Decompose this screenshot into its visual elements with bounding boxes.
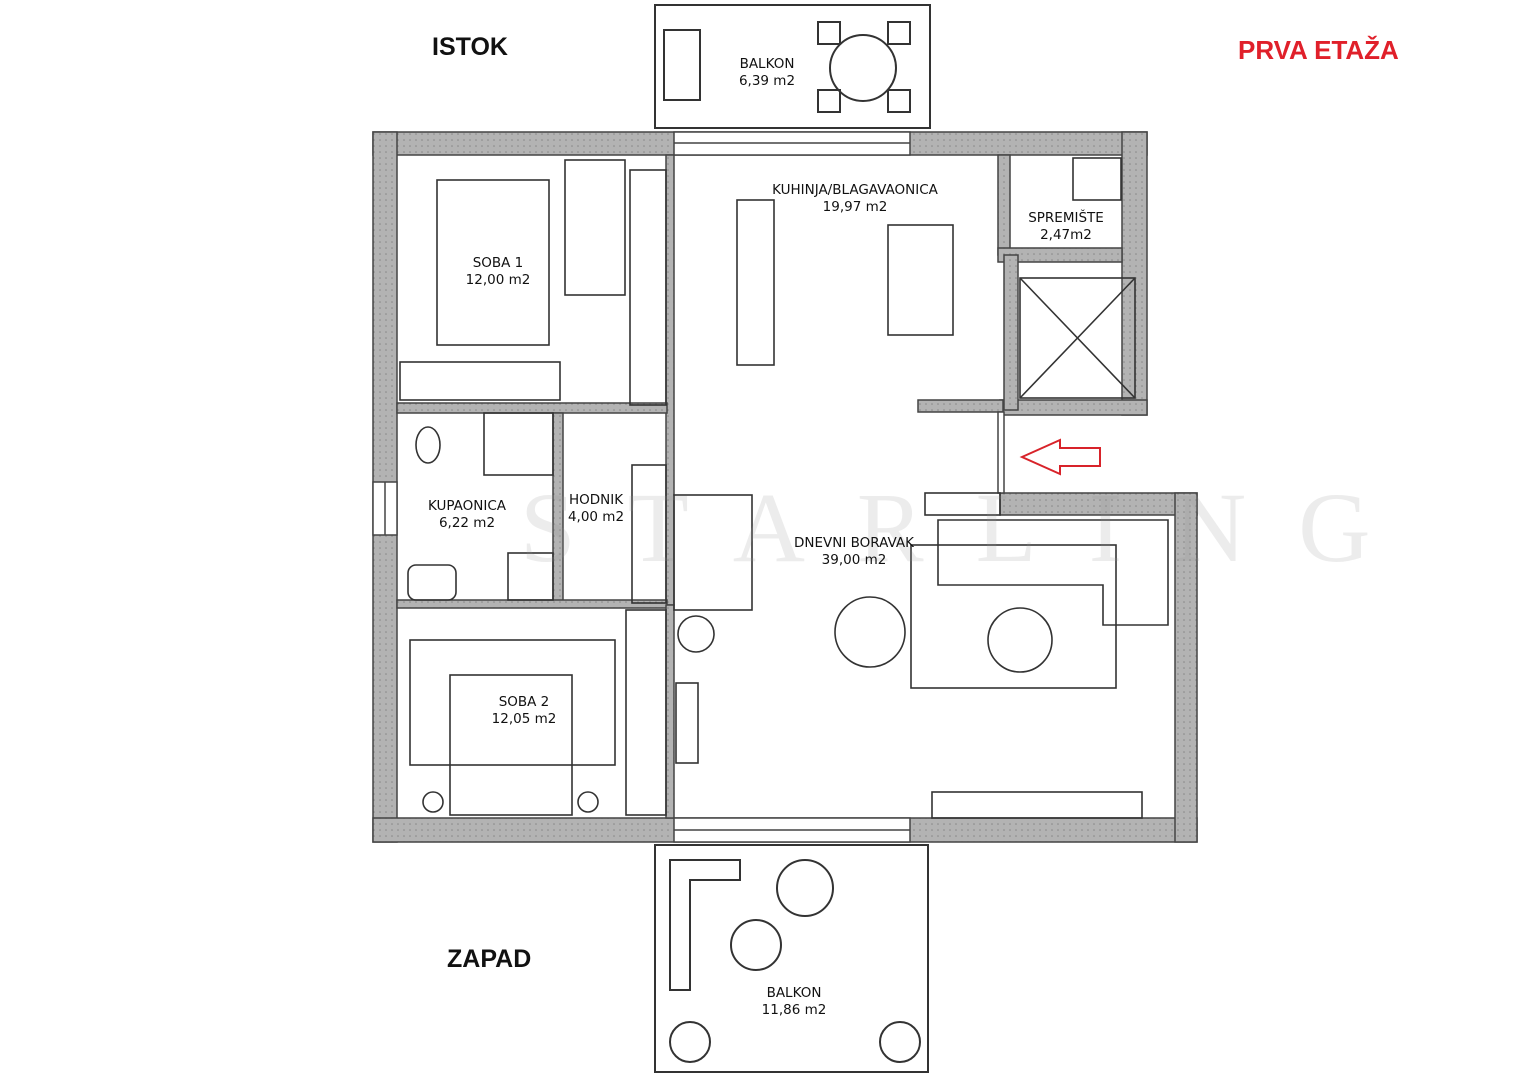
room-area: 12,05 m2: [491, 711, 557, 727]
page-title: PRVA ETAŽA: [1238, 35, 1399, 65]
room-area: 19,97 m2: [822, 199, 888, 215]
room-name: BALKON: [739, 56, 795, 72]
room-name: SOBA 1: [472, 255, 524, 271]
room-area: 6,39 m2: [738, 73, 796, 89]
room-area: 39,00 m2: [821, 552, 887, 568]
balcony-top: [654, 4, 931, 129]
room-name: KUHINJA/BLAGAVAONICA: [772, 182, 938, 198]
room-name: HODNIK: [568, 492, 624, 508]
entrance-arrow-icon: [1019, 438, 1101, 476]
room-area: 12,00 m2: [465, 272, 531, 288]
room-name: DNEVNI BORAVAK: [794, 535, 914, 551]
room-name: SOBA 2: [498, 694, 550, 710]
compass-east: ISTOK: [432, 33, 508, 61]
room-name: SPREMIŠTE: [1028, 210, 1104, 226]
furniture: [399, 157, 1169, 819]
room-area: 11,86 m2: [761, 1002, 827, 1018]
room-name: KUPAONICA: [427, 498, 507, 514]
balcony-bottom: [654, 844, 929, 1073]
compass-west: ZAPAD: [447, 945, 532, 973]
room-area: 6,22 m2: [438, 515, 496, 531]
windows: [372, 131, 1005, 843]
watermark-logo: STARLING: [520, 472, 1423, 583]
room-area: 2,47m2: [1040, 227, 1092, 243]
room-name: BALKON: [766, 985, 822, 1001]
room-area: 4,00 m2: [567, 509, 625, 525]
